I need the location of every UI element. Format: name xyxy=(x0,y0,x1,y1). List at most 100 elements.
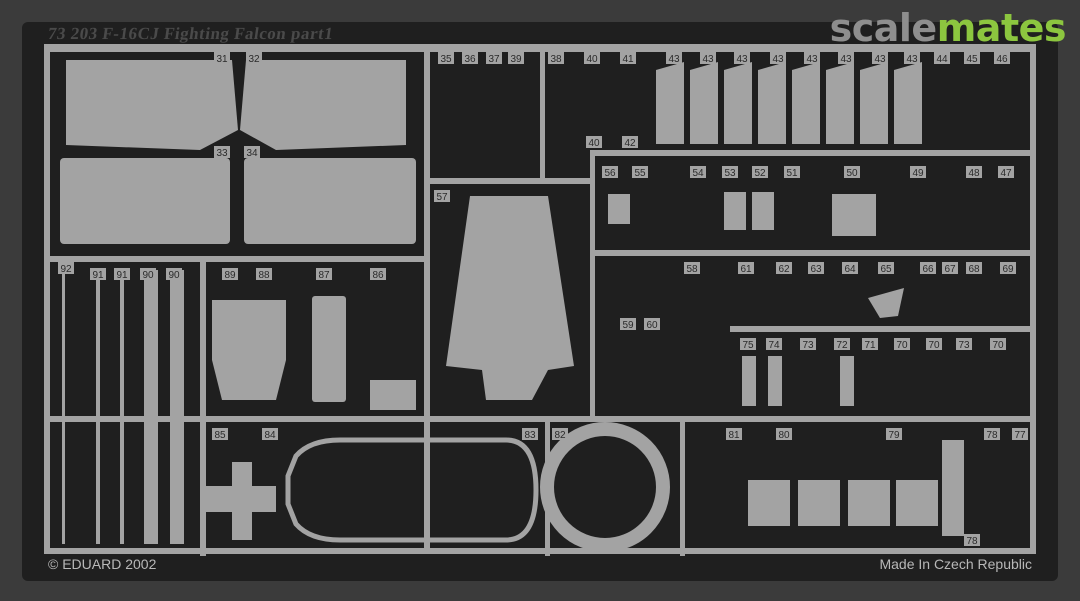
watermark-part-1: scale xyxy=(829,6,938,50)
part-57-plate xyxy=(446,196,574,400)
frame-inner-rail xyxy=(44,256,424,262)
svg-text:43: 43 xyxy=(806,54,818,65)
part-43-panel xyxy=(860,62,888,144)
part-89-88-bracket xyxy=(212,300,286,400)
svg-text:57: 57 xyxy=(436,192,448,203)
svg-text:92: 92 xyxy=(60,264,72,275)
part-91-strip xyxy=(120,270,124,544)
svg-text:69: 69 xyxy=(1002,264,1014,275)
svg-text:58: 58 xyxy=(686,264,698,275)
frame-inner-rail xyxy=(424,44,430,554)
part-83-outline xyxy=(285,437,539,543)
part-43-panel xyxy=(758,62,786,144)
part-90-strip xyxy=(144,270,158,544)
svg-text:48: 48 xyxy=(968,168,980,179)
part-53-item xyxy=(724,192,746,230)
svg-text:60: 60 xyxy=(646,320,658,331)
svg-text:85: 85 xyxy=(214,430,226,441)
svg-text:89: 89 xyxy=(224,270,236,281)
svg-text:43: 43 xyxy=(840,54,852,65)
svg-text:63: 63 xyxy=(810,264,822,275)
svg-text:70: 70 xyxy=(992,340,1004,351)
svg-text:70: 70 xyxy=(896,340,908,351)
svg-text:50: 50 xyxy=(846,168,858,179)
part-43-panel xyxy=(656,62,684,144)
svg-text:56: 56 xyxy=(604,168,616,179)
made-in-text: Made In Czech Republic xyxy=(879,556,1032,572)
svg-text:45: 45 xyxy=(966,54,978,65)
frame-inner-rail xyxy=(540,44,545,184)
svg-text:32: 32 xyxy=(248,54,260,65)
watermark-part-2: mates xyxy=(936,6,1067,50)
svg-text:38: 38 xyxy=(550,54,562,65)
part-34-panel xyxy=(244,158,416,244)
svg-text:55: 55 xyxy=(634,168,646,179)
part-78-bar xyxy=(942,440,964,536)
svg-text:78: 78 xyxy=(986,430,998,441)
svg-text:82: 82 xyxy=(554,430,566,441)
svg-text:84: 84 xyxy=(264,430,276,441)
svg-text:90: 90 xyxy=(168,270,180,281)
part-32-canopy-frame xyxy=(240,60,406,150)
svg-text:47: 47 xyxy=(1000,168,1012,179)
part-82-ring xyxy=(540,422,670,552)
svg-text:33: 33 xyxy=(216,148,228,159)
part-91-strip xyxy=(96,270,100,544)
part-52-item xyxy=(752,192,774,230)
svg-text:43: 43 xyxy=(874,54,886,65)
svg-text:44: 44 xyxy=(936,54,948,65)
svg-text:90: 90 xyxy=(142,270,154,281)
svg-text:31: 31 xyxy=(216,54,228,65)
svg-text:77: 77 xyxy=(1014,430,1026,441)
svg-text:39: 39 xyxy=(510,54,522,65)
svg-text:54: 54 xyxy=(692,168,704,179)
frame-right-rail xyxy=(1030,44,1036,554)
svg-text:74: 74 xyxy=(768,340,780,351)
svg-text:43: 43 xyxy=(668,54,680,65)
frame-inner-rail xyxy=(590,150,1036,156)
scalemates-watermark: scalemates xyxy=(829,6,1067,50)
frame-inner-rail xyxy=(200,256,206,556)
svg-text:59: 59 xyxy=(622,320,634,331)
svg-text:91: 91 xyxy=(116,270,128,281)
part-56-item xyxy=(608,194,630,224)
part-label-group: 31 32 33 34 35 36 37 39 38 40 41 40 42 4… xyxy=(58,52,1028,547)
frame-inner-rail xyxy=(430,178,590,184)
frame-bottom-rail xyxy=(44,548,1036,554)
part-43-panel xyxy=(826,62,854,144)
svg-text:53: 53 xyxy=(724,168,736,179)
svg-text:65: 65 xyxy=(880,264,892,275)
part-85-cross xyxy=(206,462,276,540)
svg-text:87: 87 xyxy=(318,270,330,281)
svg-text:41: 41 xyxy=(622,54,634,65)
frame-inner-rail xyxy=(44,416,694,422)
part-65-item xyxy=(868,288,904,318)
svg-text:40: 40 xyxy=(588,138,600,149)
part-75-item xyxy=(742,356,756,406)
svg-text:75: 75 xyxy=(742,340,754,351)
svg-text:52: 52 xyxy=(754,168,766,179)
svg-text:43: 43 xyxy=(772,54,784,65)
part-72-item xyxy=(840,356,854,406)
part-79-leg-base xyxy=(848,480,890,526)
svg-text:43: 43 xyxy=(906,54,918,65)
svg-text:40: 40 xyxy=(586,54,598,65)
svg-text:68: 68 xyxy=(968,264,980,275)
svg-text:61: 61 xyxy=(740,264,752,275)
part-92-strip xyxy=(62,266,65,544)
svg-text:80: 80 xyxy=(778,430,790,441)
svg-text:91: 91 xyxy=(92,270,104,281)
part-33-panel xyxy=(60,158,230,244)
part-43-panel xyxy=(894,62,922,144)
svg-text:43: 43 xyxy=(736,54,748,65)
svg-text:51: 51 xyxy=(786,168,798,179)
svg-text:83: 83 xyxy=(524,430,536,441)
svg-text:73: 73 xyxy=(958,340,970,351)
svg-text:64: 64 xyxy=(844,264,856,275)
frame-inner-rail xyxy=(680,416,685,556)
svg-text:66: 66 xyxy=(922,264,934,275)
svg-text:43: 43 xyxy=(702,54,714,65)
part-87-bracket xyxy=(312,296,346,402)
svg-text:62: 62 xyxy=(778,264,790,275)
